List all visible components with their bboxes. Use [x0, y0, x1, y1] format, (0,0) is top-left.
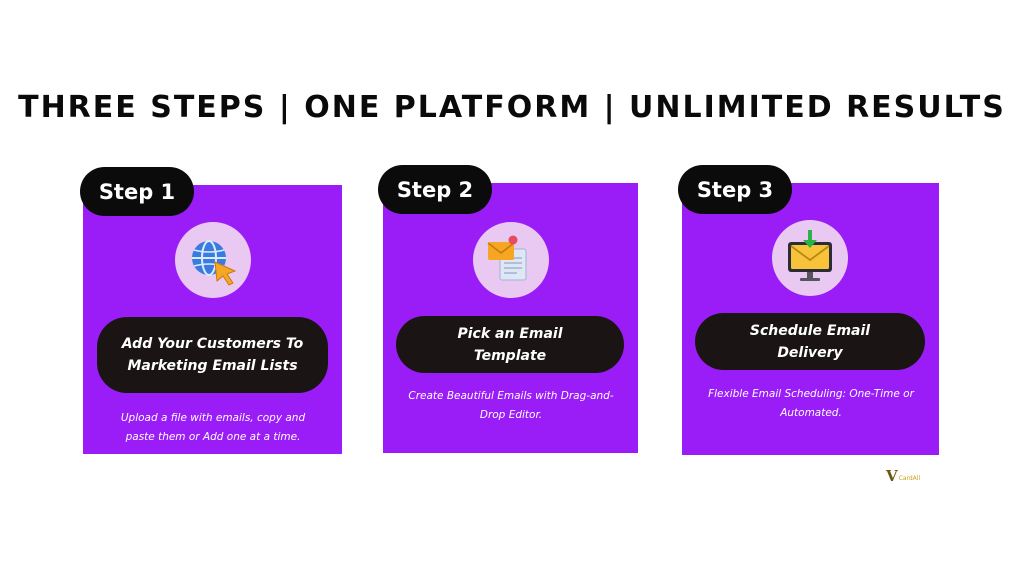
step-3-title: Schedule Email Delivery — [695, 313, 925, 370]
headline: THREE STEPS | ONE PLATFORM | UNLIMITED R… — [18, 90, 1006, 125]
globe-cursor-icon — [175, 222, 251, 298]
step-2-title: Pick an Email Template — [396, 316, 624, 373]
logo-text: CardAll — [898, 474, 921, 482]
step-1-description: Upload a file with emails, copy and past… — [120, 412, 306, 443]
brand-logo: V CardAll — [886, 468, 932, 484]
step-1-title: Add Your Customers To Marketing Email Li… — [97, 317, 328, 393]
step-1-badge: Step 1 — [80, 167, 194, 216]
logo-mark: V — [886, 467, 898, 485]
email-template-icon — [473, 222, 549, 298]
step-3-description: Flexible Email Scheduling: One-Time or A… — [708, 388, 914, 419]
step-3-badge: Step 3 — [678, 165, 792, 214]
step-2-badge: Step 2 — [378, 165, 492, 214]
step-2-description: Create Beautiful Emails with Drag-and-Dr… — [408, 390, 614, 421]
email-monitor-icon — [772, 220, 848, 296]
